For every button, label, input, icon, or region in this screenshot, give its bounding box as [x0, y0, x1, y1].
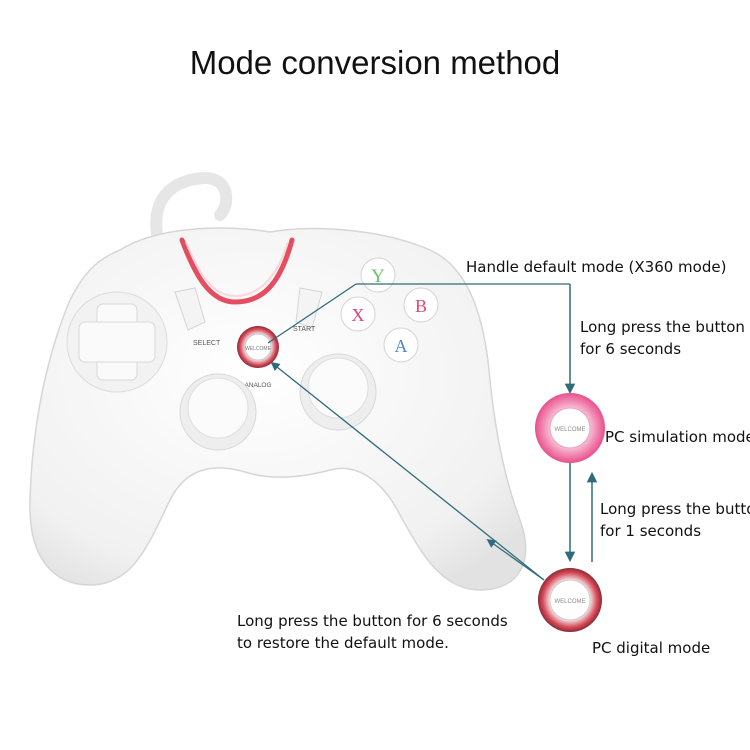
restore-line2: to restore the default mode. [237, 634, 449, 652]
right-analog-stick[interactable] [299, 353, 377, 431]
long-press-6-line1: Long press the button [580, 318, 745, 336]
long-press-6-label: Long press the button for 6 seconds [580, 316, 745, 360]
leader-line-default [267, 283, 357, 344]
pc-digital-mode-icon: WELCOME [538, 568, 602, 632]
light-bar [179, 237, 295, 305]
digital-button-logo: WELCOME [554, 599, 585, 605]
pc-digital-mode-label: PC digital mode [592, 639, 711, 657]
arrow-restore-tick [486, 538, 545, 581]
left-analog-stick[interactable] [179, 373, 257, 451]
x-button-letter: X [352, 305, 365, 325]
restore-default-label: Long press the button for 6 seconds to r… [237, 610, 508, 654]
y-button-letter: Y [371, 266, 385, 287]
mode-button-logo: WELCOME [245, 346, 272, 352]
a-button-letter: A [395, 336, 408, 356]
long-press-6-line2: for 6 seconds [580, 340, 682, 358]
select-button [174, 287, 206, 331]
dpad[interactable] [66, 291, 168, 393]
b-button-letter: B [415, 296, 427, 316]
arrow-restore-default [270, 361, 545, 581]
simulation-button-logo: WELCOME [554, 427, 585, 433]
game-controller: SELECT START WELCOME ANALOG Y X B A [29, 227, 527, 591]
analog-label: ANALOG [244, 382, 271, 389]
default-mode-label: Handle default mode (X360 mode) [466, 258, 727, 276]
restore-line1: Long press the button for 6 seconds [237, 612, 508, 630]
select-label: SELECT [193, 340, 221, 347]
long-press-1-label: Long press the button for 1 seconds [600, 498, 750, 542]
pc-simulation-mode-icon: WELCOME [535, 393, 605, 463]
start-button [295, 287, 323, 329]
long-press-1-line1: Long press the button [600, 500, 750, 518]
mode-button[interactable]: WELCOME [237, 326, 279, 368]
controller-body [29, 227, 527, 591]
long-press-1-line2: for 1 seconds [600, 522, 702, 540]
pc-simulation-mode-label: PC simulation mode [605, 428, 750, 446]
start-label: START [293, 326, 316, 333]
page-title: Mode conversion method [189, 44, 561, 81]
